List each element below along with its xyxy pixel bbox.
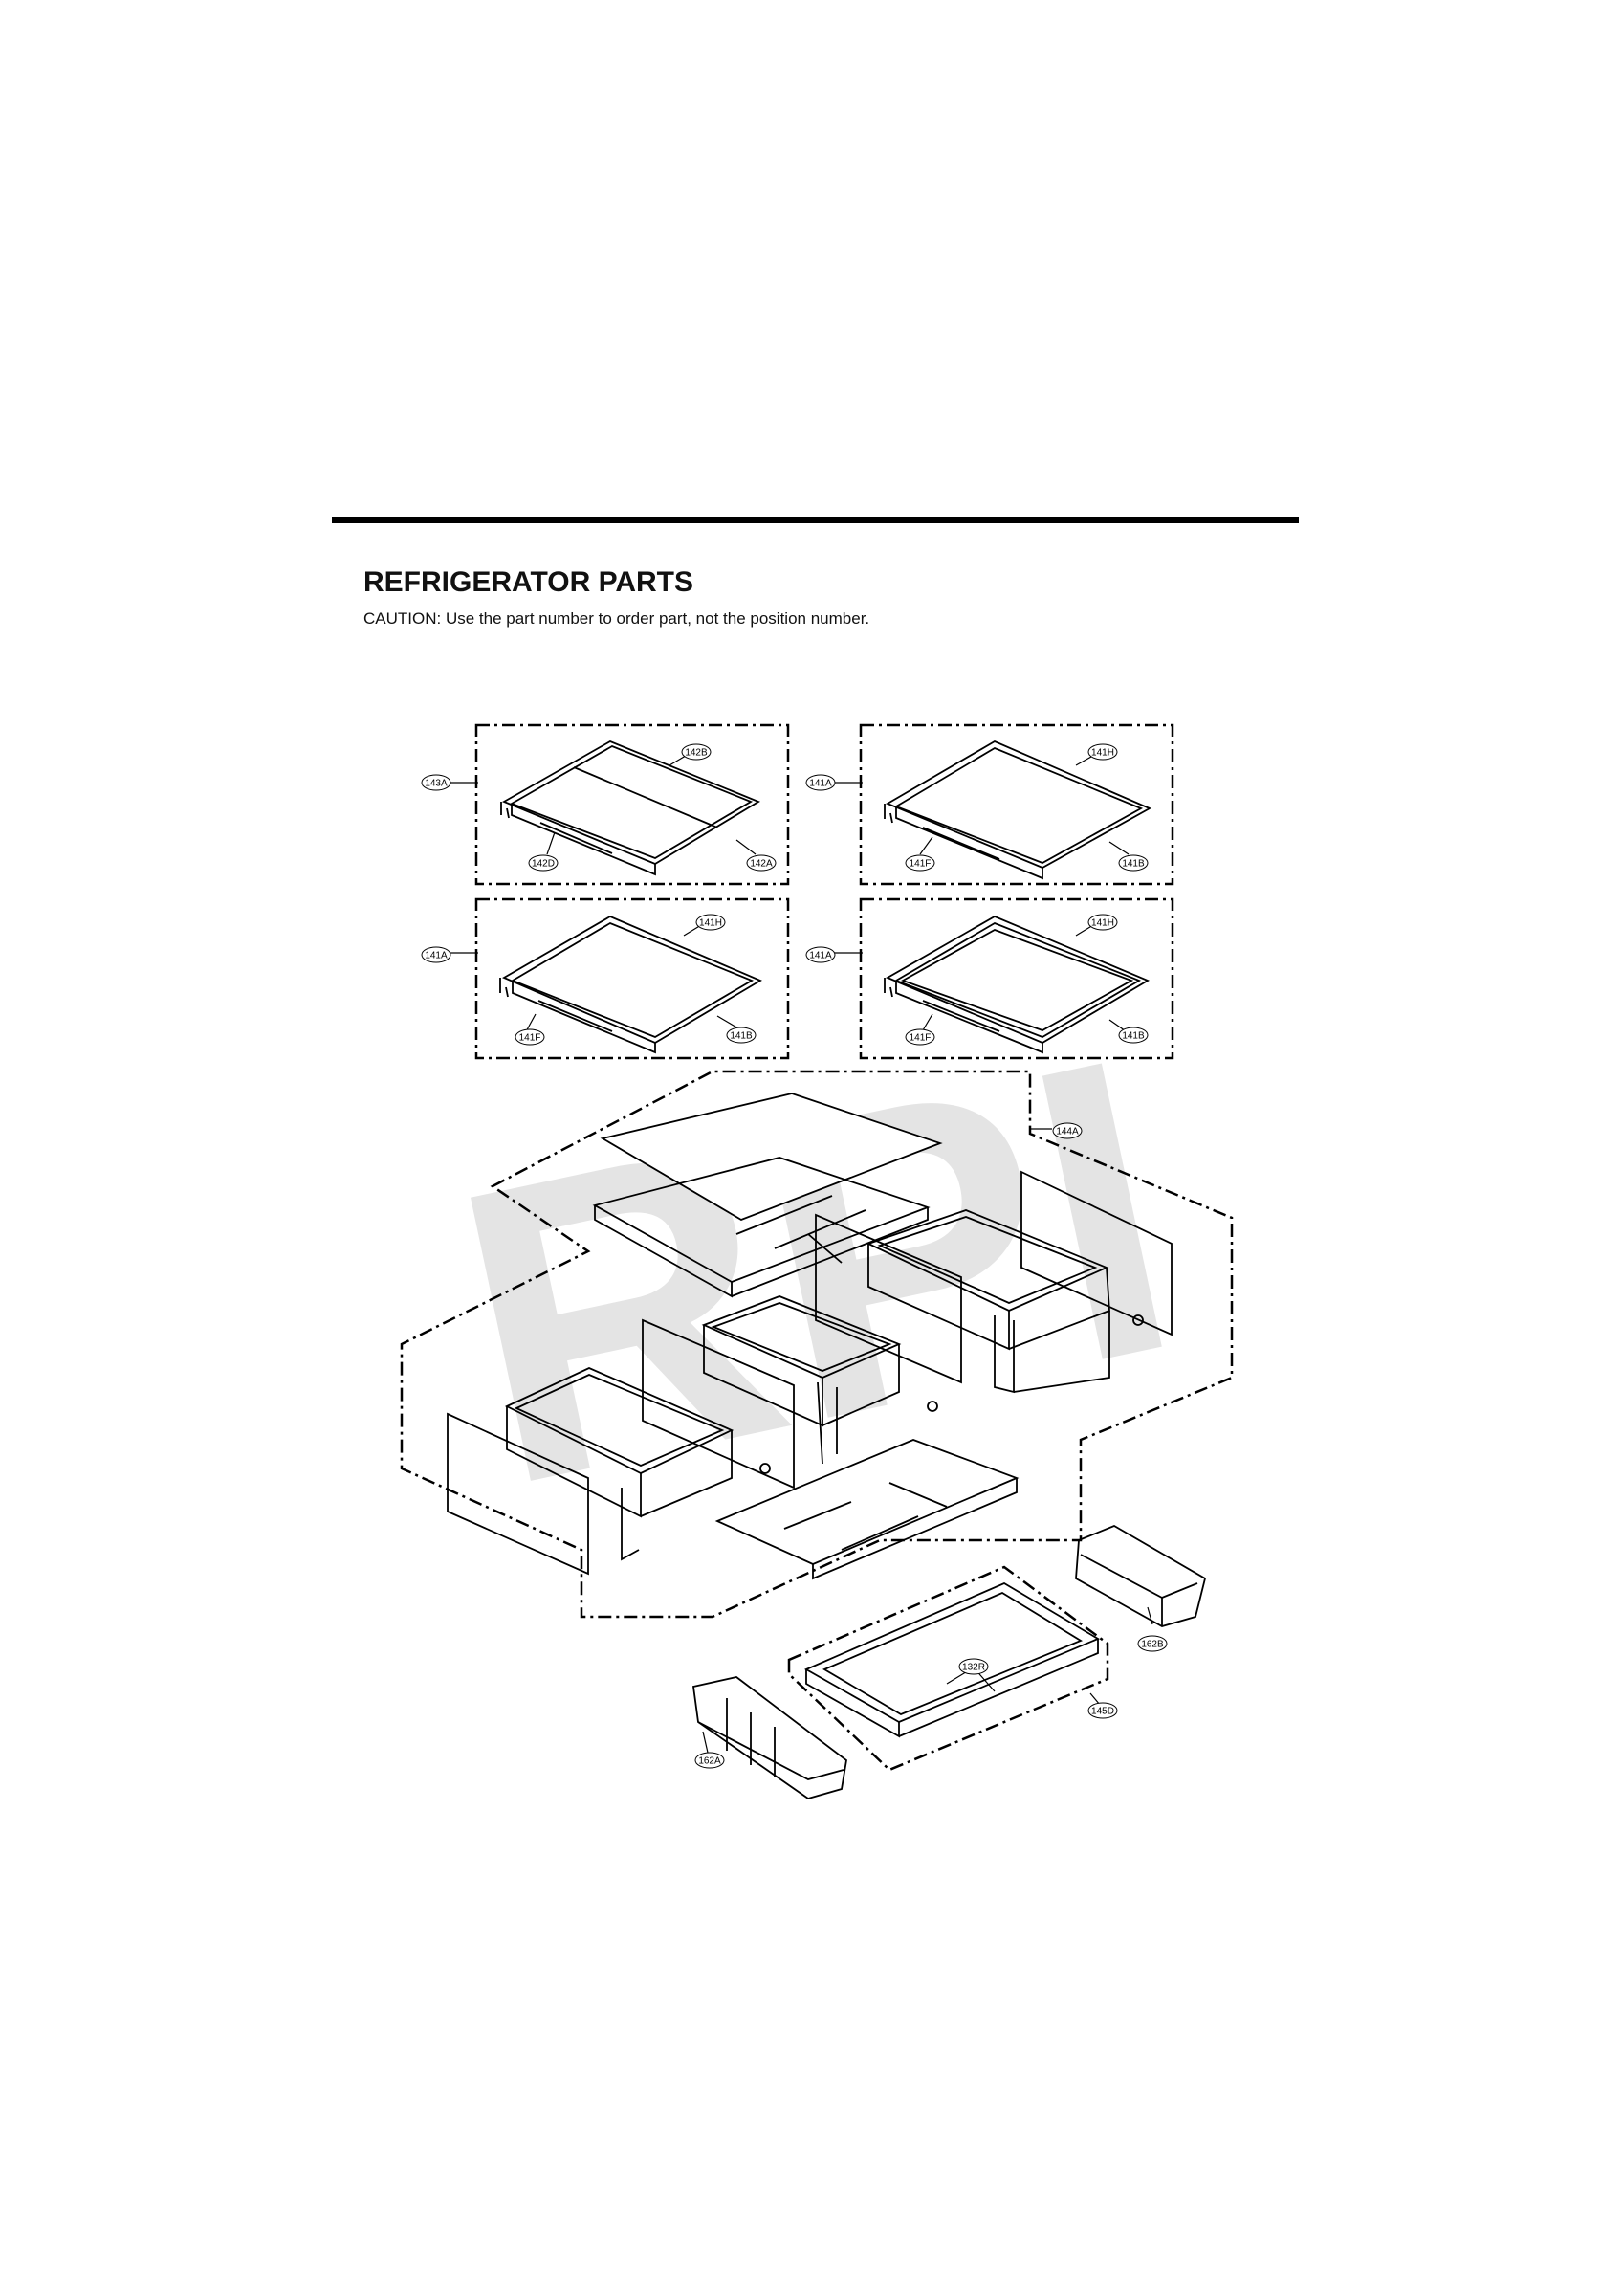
shelf-box-141A-top xyxy=(859,723,1174,886)
svg-text:142D: 142D xyxy=(532,859,555,870)
callout-162A: 162A xyxy=(694,1752,725,1769)
svg-text:162A: 162A xyxy=(698,1756,721,1767)
crisper-base-tray xyxy=(714,1439,1020,1580)
crisper-cover-frame xyxy=(592,1157,931,1298)
svg-text:145D: 145D xyxy=(1091,1707,1114,1717)
caution-note: CAUTION: Use the part number to order pa… xyxy=(363,609,870,628)
crisper-drawer-right xyxy=(866,1209,1144,1394)
svg-text:142A: 142A xyxy=(750,859,773,870)
callout-141H: 141H xyxy=(1087,743,1118,761)
crisper-drawer-left xyxy=(504,1367,771,1561)
shelf-141A-top-drawing xyxy=(884,740,1152,880)
callout-143A: 143A xyxy=(421,774,451,791)
middle-divider-panel xyxy=(815,1213,962,1384)
callout-141F: 141F xyxy=(515,1028,545,1046)
svg-text:142B: 142B xyxy=(685,748,708,759)
svg-text:132R: 132R xyxy=(962,1663,985,1673)
svg-text:141B: 141B xyxy=(730,1031,753,1042)
crisper-cover-glass xyxy=(600,1093,943,1221)
svg-text:141F: 141F xyxy=(910,1033,932,1044)
shelf-141A-right-drawing xyxy=(884,915,1151,1054)
shelf-box-141A-left xyxy=(474,897,790,1060)
callout-142B: 142B xyxy=(681,743,712,761)
svg-text:144A: 144A xyxy=(1056,1127,1079,1137)
tray-outline xyxy=(787,1565,1109,1772)
callout-141B: 141B xyxy=(726,1027,757,1044)
svg-text:141A: 141A xyxy=(425,951,448,961)
svg-text:143A: 143A xyxy=(425,779,448,789)
callout-162B: 162B xyxy=(1137,1635,1168,1652)
svg-text:141A: 141A xyxy=(809,779,832,789)
svg-text:141H: 141H xyxy=(699,918,722,929)
cover-162A xyxy=(691,1676,847,1799)
callout-141H: 141H xyxy=(695,914,726,931)
callout-141A: 141A xyxy=(421,946,451,963)
callout-132R: 132R xyxy=(958,1658,989,1675)
page-title: REFRIGERATOR PARTS xyxy=(363,566,694,598)
callout-141F: 141F xyxy=(905,854,935,872)
callout-141B: 141B xyxy=(1118,1027,1149,1044)
shelf-143A-drawing xyxy=(500,740,761,876)
svg-text:162B: 162B xyxy=(1141,1640,1164,1650)
shelf-141A-left-drawing xyxy=(499,915,762,1054)
svg-text:141B: 141B xyxy=(1122,1031,1145,1042)
svg-text:141H: 141H xyxy=(1091,918,1114,929)
svg-text:141F: 141F xyxy=(910,859,932,870)
svg-text:141F: 141F xyxy=(519,1033,541,1044)
crisper-drawer-middle xyxy=(701,1295,938,1465)
callout-141A: 141A xyxy=(805,946,836,963)
svg-text:141B: 141B xyxy=(1122,859,1145,870)
crisper-assembly-outline xyxy=(400,1070,1234,1619)
svg-text:141A: 141A xyxy=(809,951,832,961)
callout-145D: 145D xyxy=(1087,1702,1118,1719)
shelf-box-141A-right xyxy=(859,897,1174,1060)
callout-144A: 144A xyxy=(1052,1122,1083,1139)
callout-141H: 141H xyxy=(1087,914,1118,931)
svg-text:141H: 141H xyxy=(1091,748,1114,759)
callout-141B: 141B xyxy=(1118,854,1149,872)
callout-142D: 142D xyxy=(528,854,559,872)
callout-142A: 142A xyxy=(746,854,777,872)
cover-162B xyxy=(1075,1525,1207,1627)
front-left-panel xyxy=(447,1412,589,1576)
right-rear-panel xyxy=(1020,1170,1173,1336)
callout-141A: 141A xyxy=(805,774,836,791)
header-rule xyxy=(332,517,1299,523)
tray-145D xyxy=(803,1581,1101,1738)
callout-141F: 141F xyxy=(905,1028,935,1046)
left-divider-panel xyxy=(642,1318,795,1490)
shelf-box-143A xyxy=(474,723,790,886)
